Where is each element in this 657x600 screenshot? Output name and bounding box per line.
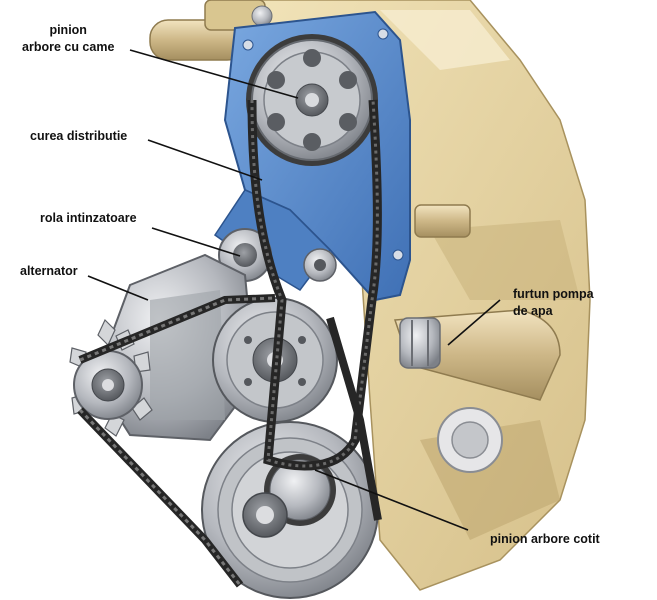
accessory-belt [77, 294, 382, 588]
label-water-hose: furtun pompa de apa [513, 286, 594, 320]
leader-line-timing-belt [147, 139, 263, 181]
leader-line-tensioner [151, 227, 241, 257]
label-water-hose-line1: furtun pompa [513, 287, 594, 301]
leader-lines [87, 49, 501, 531]
leader-line-cam-pinion [129, 49, 299, 99]
leader-line-alternator [87, 275, 149, 301]
label-alternator: alternator [20, 264, 78, 278]
label-tensioner: rola intinzatoare [40, 211, 137, 225]
label-cam-pinion-line2: arbore cu came [22, 40, 115, 54]
label-cam-pinion-line1: pinion [49, 23, 87, 37]
leader-line-hose [447, 299, 501, 346]
label-water-hose-line2: de apa [513, 304, 553, 318]
camshaft-sprocket [246, 34, 378, 166]
label-crank-pinion: pinion arbore cotit [490, 532, 600, 546]
label-timing-belt: curea distributie [30, 129, 128, 143]
leader-line-crank-pinion [314, 469, 469, 531]
timing-belt [247, 99, 382, 471]
water-pump-hose [393, 204, 561, 401]
label-cam-pinion: pinion arbore cu came [22, 22, 114, 56]
